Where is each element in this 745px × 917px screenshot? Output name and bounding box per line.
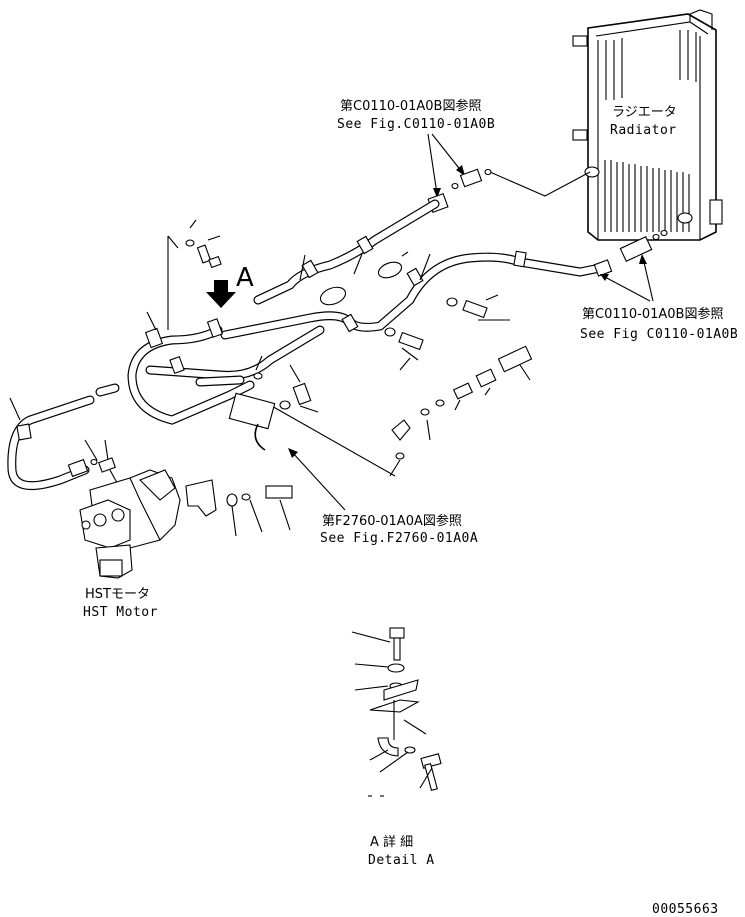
center-fittings (228, 297, 533, 477)
motor-label-ja: HSTモータ (85, 587, 150, 602)
hst-motor-drawing (67, 457, 293, 579)
radiator-label-en: Radiator (610, 123, 677, 138)
clamps (16, 235, 527, 441)
leader-ticks (9, 251, 531, 493)
radiator-inlet-fittings (427, 168, 591, 214)
detail-a-drawing (369, 627, 442, 792)
ref-top-label-ja: 第C0110-01A0B図参照 (340, 98, 481, 114)
radiator-outlet-fittings (593, 229, 668, 302)
ref-top-label-en: See Fig.C0110-01A0B (337, 117, 495, 132)
ref-bottom-label-en: See Fig.F2760-01A0A (320, 531, 478, 546)
radiator-label-ja: ラジエータ (612, 105, 677, 120)
view-a-arrow (206, 280, 236, 308)
ref-bottom-label-ja: 第F2760-01A0A図参照 (322, 513, 462, 529)
motor-leaders (231, 499, 291, 537)
motor-label-en: HST Motor (83, 605, 158, 620)
hose-routes (7, 199, 605, 491)
ref-top-leaders (427, 133, 465, 198)
detail-a-label-en: Detail A (368, 853, 435, 868)
view-letter-a: A (236, 263, 254, 293)
upper-left-bolts (167, 219, 222, 330)
ref-bottom-leader (288, 448, 346, 511)
detail-a-label-ja: A 詳 細 (370, 834, 413, 850)
detail-a-leaders (351, 631, 433, 797)
drawing-number: 00055663 (652, 902, 719, 917)
radiator-drawing (572, 9, 723, 241)
ref-right-label-ja: 第C0110-01A0B図参照 (582, 306, 723, 322)
ref-right-label-en: See Fig C0110-01A0B (580, 327, 738, 342)
